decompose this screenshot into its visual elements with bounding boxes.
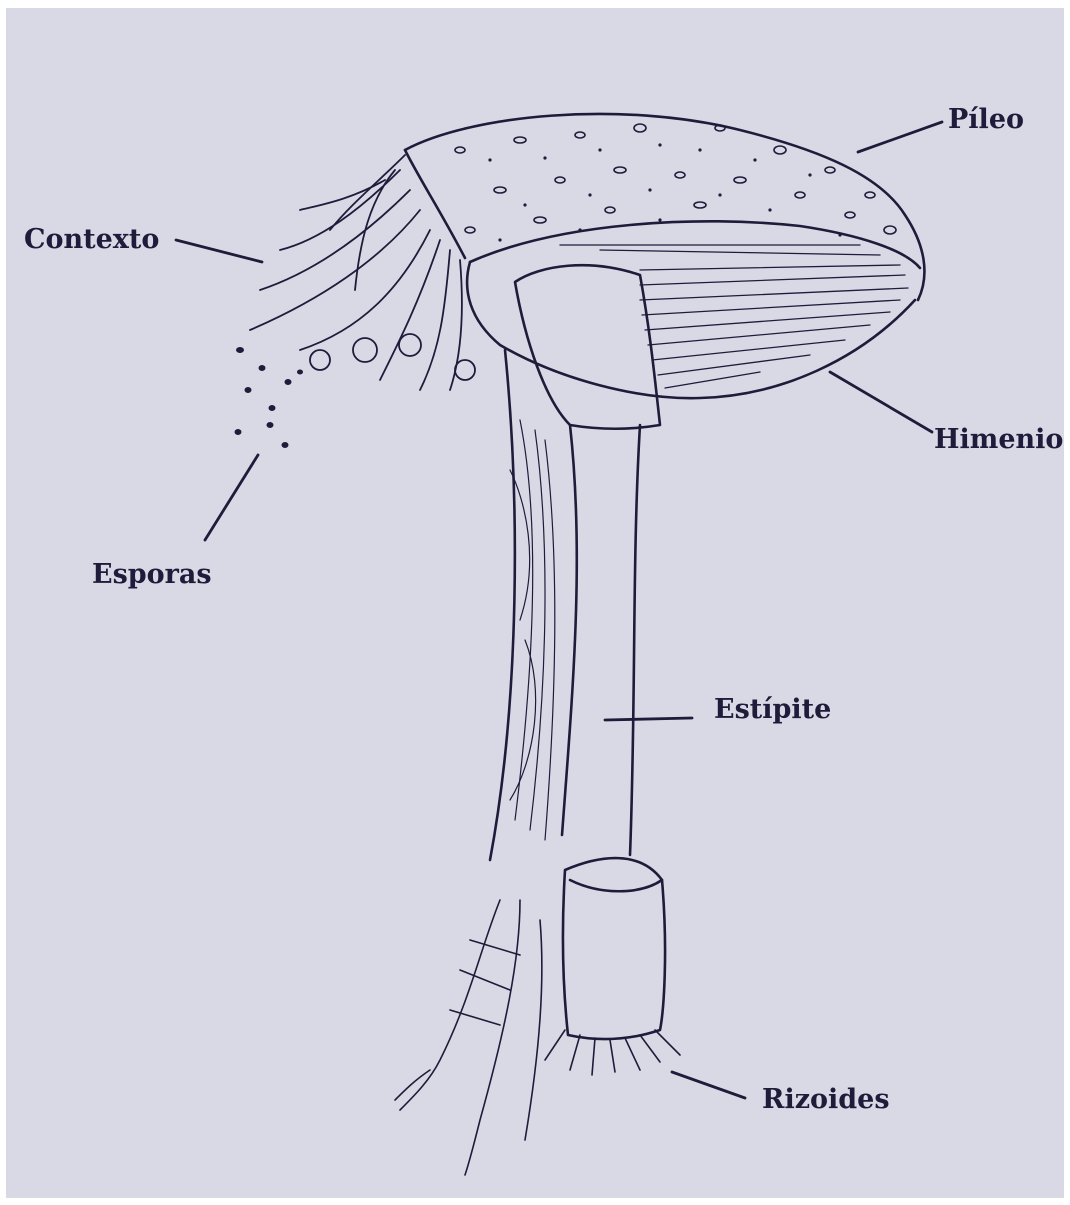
label-himenio: Himenio: [934, 426, 1063, 453]
pointer-contexto: [176, 240, 262, 262]
pointer-rizoides: [672, 1072, 745, 1098]
mushroom-illustration: [6, 8, 1064, 1198]
pointer-lines: [176, 122, 942, 1098]
cap-dots: [488, 143, 841, 241]
spores: [235, 347, 304, 448]
stipe-right-edge-2: [630, 425, 640, 855]
pointer-estipite: [605, 718, 692, 720]
pileus-outline: [405, 114, 924, 300]
hymenium-outline: [467, 262, 915, 398]
label-esporas: Esporas: [92, 561, 212, 588]
label-estipite: Estípite: [714, 696, 831, 723]
pointer-pileo: [858, 122, 942, 152]
annulus: [515, 265, 660, 429]
cap-cut-edge: [405, 150, 465, 258]
context-hyphae: [250, 155, 475, 390]
cap-spots: [455, 124, 896, 234]
label-pileo: Píleo: [948, 106, 1024, 133]
rhizoids: [395, 900, 680, 1175]
pointer-himenio: [830, 372, 932, 432]
stipe-left-edge: [490, 350, 515, 860]
stipe-right-edge: [562, 425, 577, 835]
stipe-fibres: [510, 420, 555, 840]
label-rizoides: Rizoides: [762, 1086, 890, 1113]
label-contexto: Contexto: [24, 226, 159, 253]
volva-rim: [570, 880, 662, 891]
diagram-sheet: Píleo Contexto Himenio Esporas Estípite …: [6, 8, 1064, 1198]
pointer-esporas: [205, 455, 258, 540]
gill-lines: [560, 245, 908, 388]
